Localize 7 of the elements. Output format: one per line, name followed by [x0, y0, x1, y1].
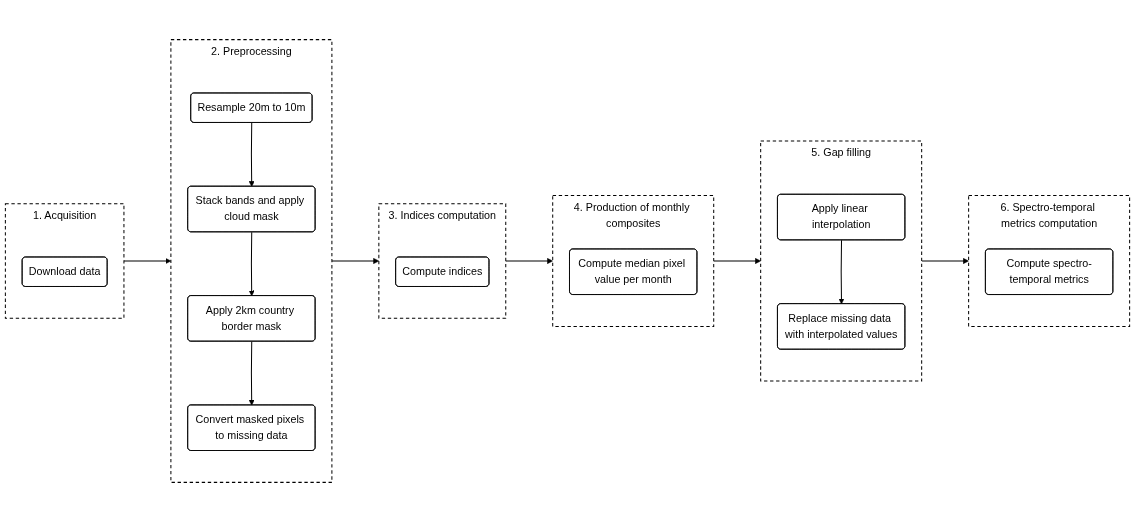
arrow — [713, 258, 761, 264]
arrow — [248, 122, 255, 187]
arrow — [838, 239, 845, 305]
arrow — [921, 258, 969, 264]
arrow — [505, 258, 553, 264]
arrow — [248, 231, 255, 297]
arrow — [248, 341, 255, 406]
